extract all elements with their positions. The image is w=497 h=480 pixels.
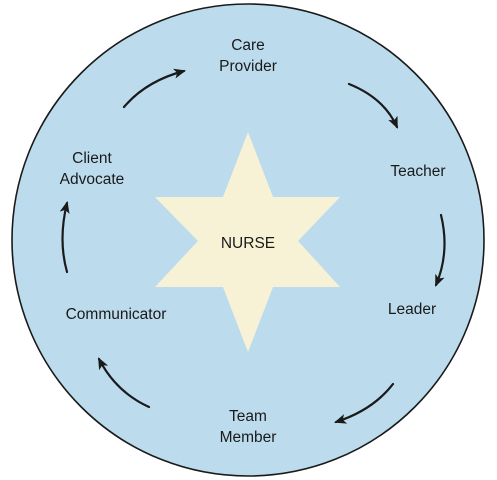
teacher-label: Teacher [390,163,445,180]
leader-label: Leader [388,301,436,318]
client-advocate-label-line1: Client [72,150,112,167]
communicator-label: Communicator [66,306,167,323]
team-member-label-line2: Member [220,429,277,446]
team-member-label-line1: Team [229,408,267,425]
care-provider-label-line1: Care [231,37,265,54]
arrow-client-advocate-to-care-provider [122,68,186,109]
arrow-communicator-to-client-advocate [59,201,70,274]
nurse-label: NURSE [221,235,275,252]
arrow-teacher-to-leader [434,213,446,287]
arrow-leader-to-team-member [334,382,395,424]
arrow-team-member-to-communicator [97,357,151,409]
arrow-care-provider-to-teacher [347,82,399,129]
nurse-star [155,132,340,352]
client-advocate-label-line2: Advocate [60,171,125,188]
care-provider-label-line2: Provider [219,58,277,75]
